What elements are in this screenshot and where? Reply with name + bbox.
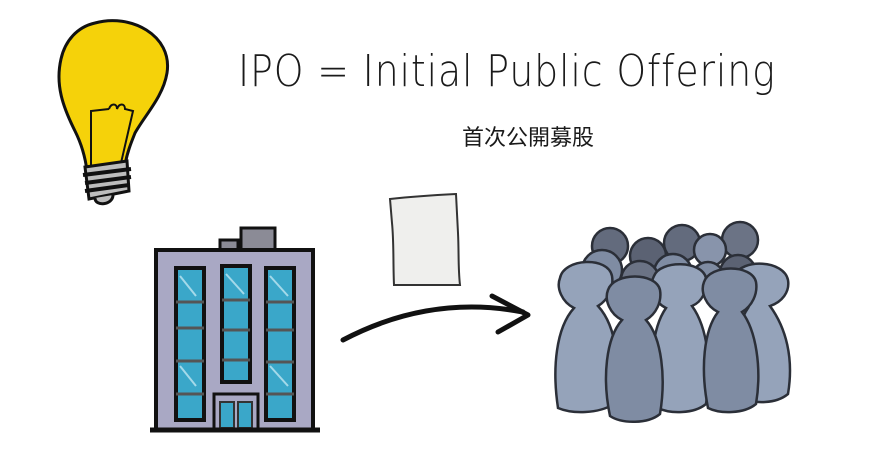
lightbulb-icon — [57, 19, 170, 206]
curved-arrow-right-icon — [340, 293, 531, 343]
office-building-icon — [150, 226, 320, 433]
slide-title: IPO = Initial Public Offering — [238, 46, 776, 97]
paper-document-icon — [388, 192, 462, 286]
crowd-of-people-icon — [554, 220, 792, 423]
slide-subtitle: 首次公開募股 — [462, 126, 595, 151]
